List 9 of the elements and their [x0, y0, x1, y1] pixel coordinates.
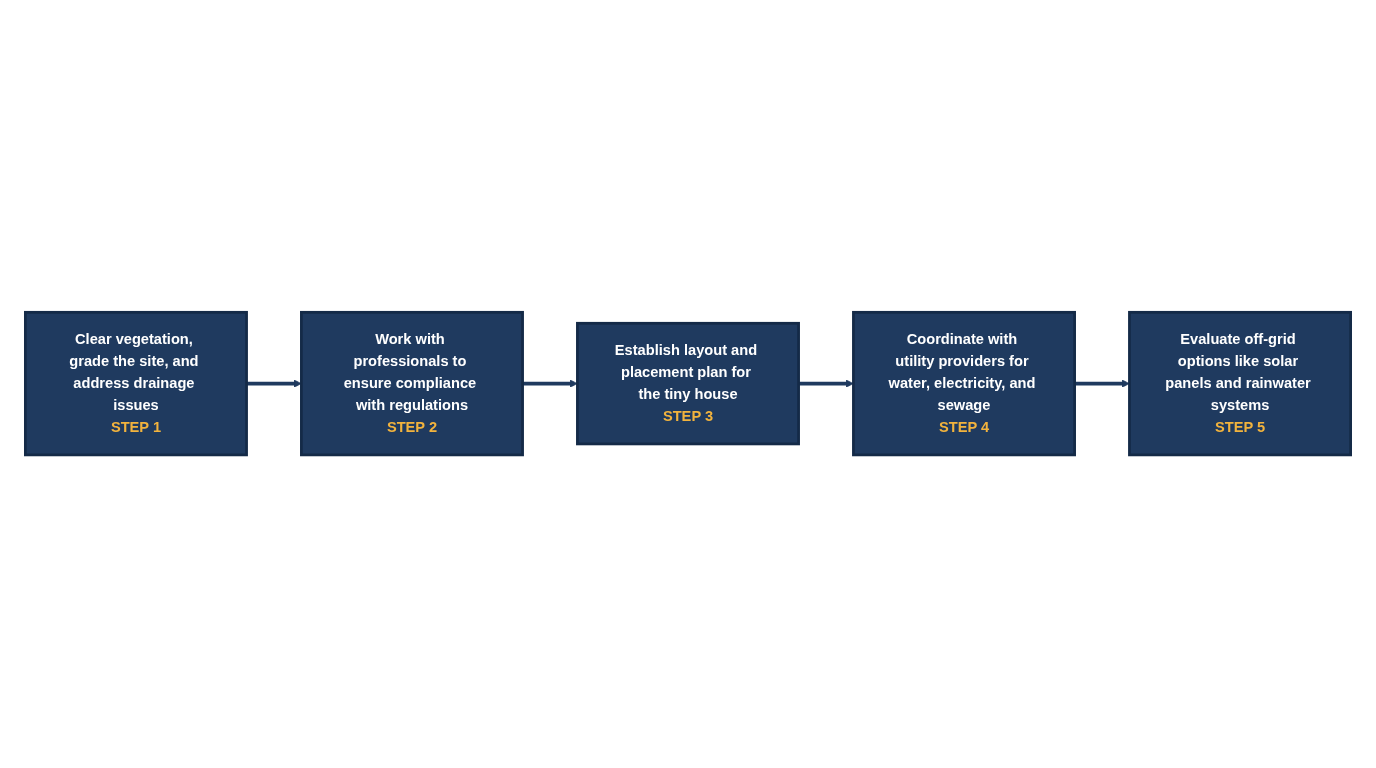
- arrow: [798, 379, 854, 388]
- arrow: [522, 379, 578, 388]
- arrow: [246, 379, 302, 388]
- node-box: Clear vegetation, grade the site, and address drainage issues STEP 1: [24, 311, 248, 457]
- node-box: Evaluate off-grid options like solar panels and rainwater systems STEP 5: [1128, 311, 1352, 457]
- node-box: Establish layout and placement plan for the tiny house STEP 3: [576, 322, 800, 446]
- arrow: [1074, 379, 1130, 388]
- node-box: Work with professionals to ensure compliance with regulations STEP 2: [300, 311, 524, 457]
- node-box: Coordinate with utility providers for water, electricity, and sewage STEP 4: [852, 311, 1076, 457]
